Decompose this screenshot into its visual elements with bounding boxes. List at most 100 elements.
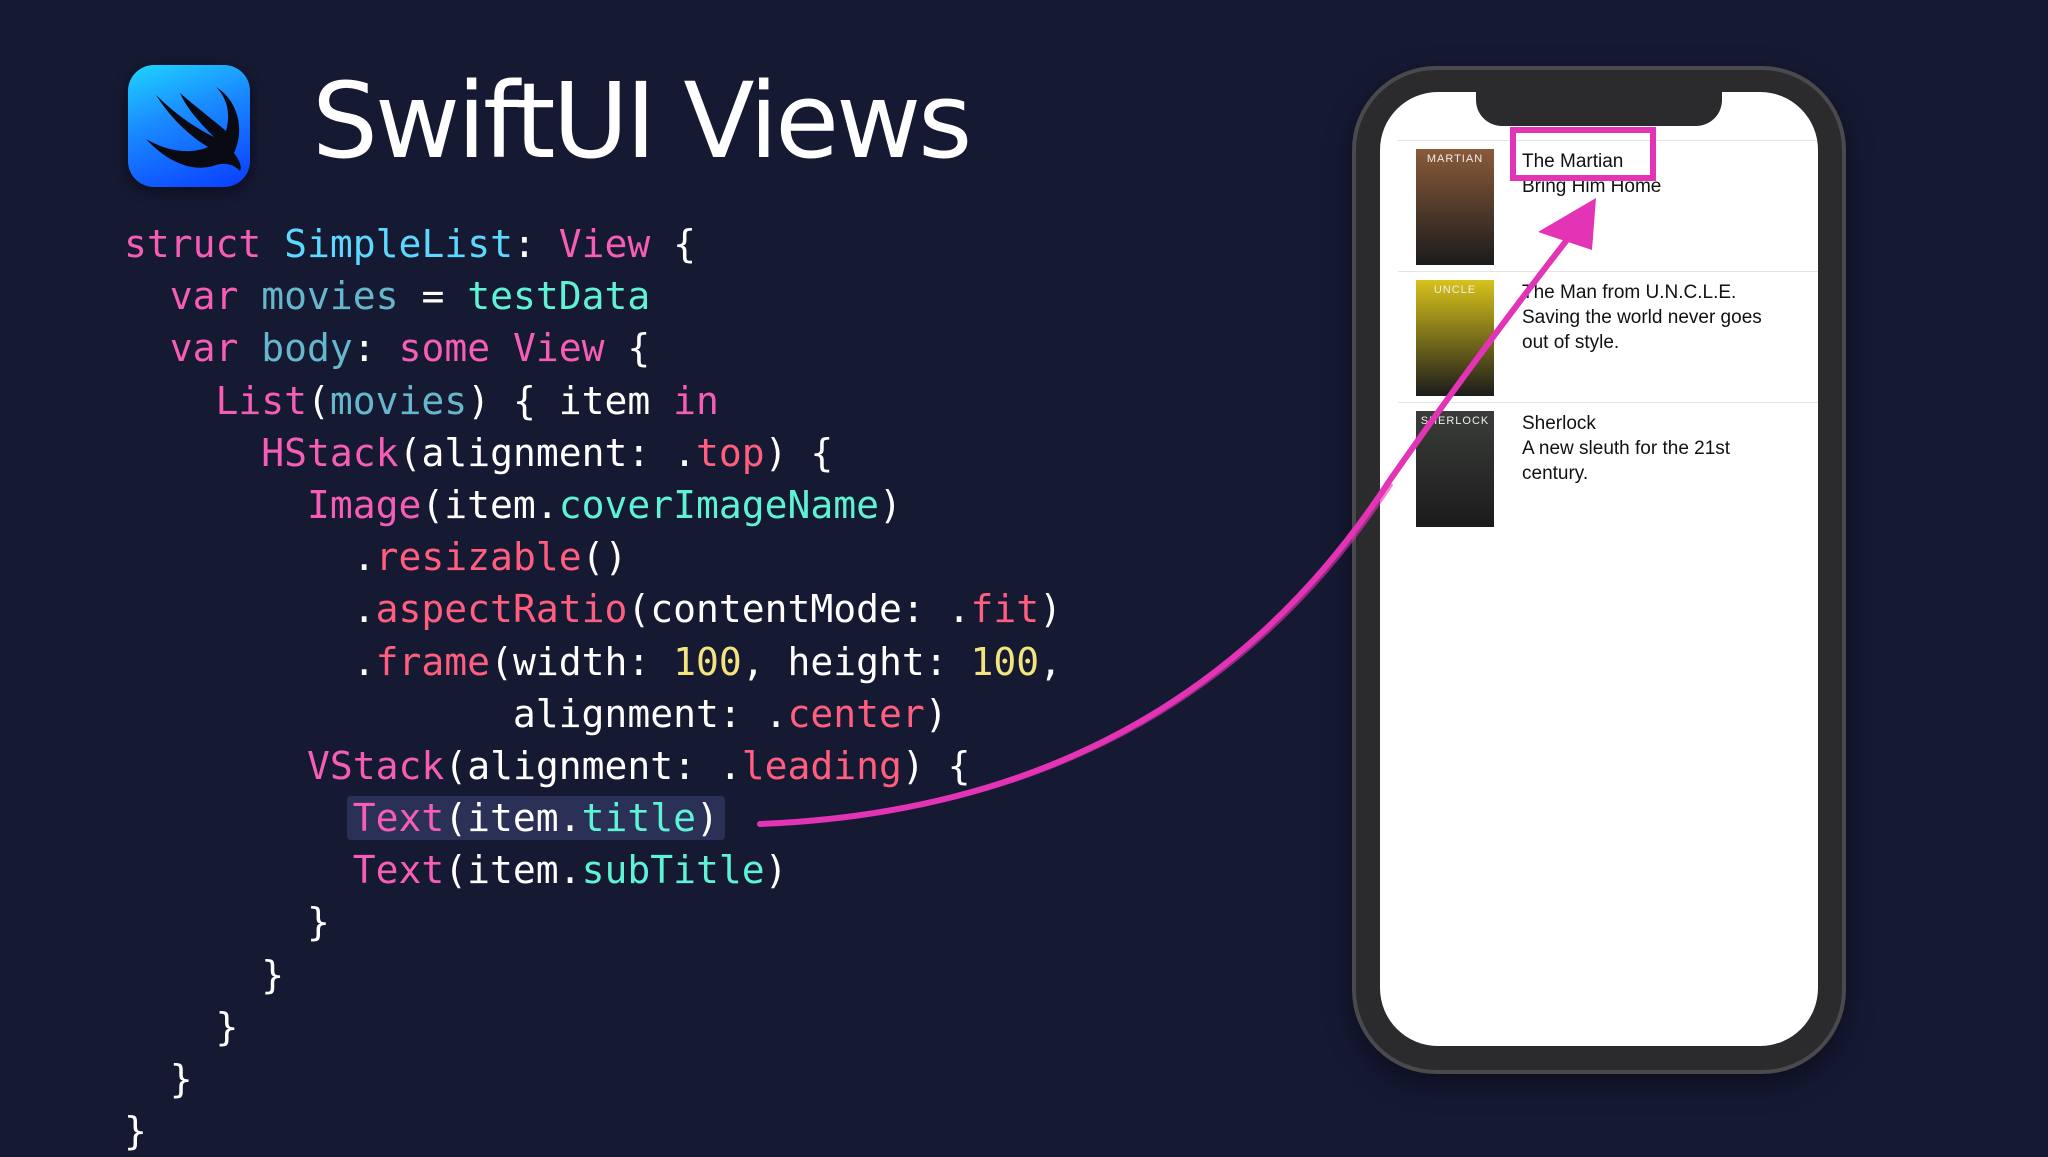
code-token: ( bbox=[307, 378, 330, 423]
code-line: .aspectRatio(contentMode: .fit) bbox=[124, 583, 1062, 635]
movie-subtitle: A new sleuth for the 21st century. bbox=[1522, 438, 1731, 484]
code-token: subTitle bbox=[581, 848, 765, 893]
code-token: . bbox=[124, 535, 376, 580]
code-token: ) { bbox=[901, 743, 971, 788]
code-token: List bbox=[215, 378, 308, 423]
code-token bbox=[238, 274, 261, 318]
code-token bbox=[124, 796, 353, 840]
code-token: : bbox=[512, 222, 559, 266]
code-token: fit bbox=[970, 587, 1040, 632]
code-token bbox=[124, 326, 170, 370]
code-token: (alignment: . bbox=[444, 743, 742, 788]
code-token: ) bbox=[879, 482, 902, 527]
code-token: View bbox=[512, 326, 605, 371]
code-line: Text(item.subTitle) bbox=[124, 844, 1062, 896]
code-line: } bbox=[124, 1053, 1062, 1105]
code-token bbox=[124, 483, 307, 527]
movie-title: The Martian bbox=[1522, 151, 1624, 172]
code-token bbox=[124, 848, 353, 892]
code-token: () bbox=[581, 535, 628, 580]
code-line: List(movies) { item in bbox=[124, 375, 1062, 427]
highlighted-code: Text(item.title) bbox=[346, 796, 725, 841]
code-token: Text bbox=[352, 796, 445, 841]
code-token: } bbox=[124, 1109, 147, 1154]
code-token: var bbox=[169, 326, 239, 371]
code-line: var movies = testData bbox=[124, 270, 1062, 322]
movie-row[interactable]: SHERLOCK Sherlock A new sleuth for the 21s… bbox=[1398, 402, 1818, 533]
code-line: Text(item.title) bbox=[124, 792, 1062, 844]
code-token: (width: bbox=[490, 639, 674, 684]
code-token: = bbox=[398, 274, 468, 319]
movie-row[interactable]: UNCLE The Man from U.N.C.L.E.Saving the w… bbox=[1398, 271, 1818, 402]
code-token bbox=[124, 274, 170, 318]
code-token: Text bbox=[352, 848, 445, 893]
code-token: ) bbox=[1039, 587, 1063, 632]
code-token: SimpleList bbox=[284, 222, 513, 266]
movie-subtitle: Bring Him Home bbox=[1522, 176, 1662, 197]
code-token: { bbox=[650, 222, 696, 266]
movie-title: Sherlock bbox=[1522, 413, 1596, 434]
poster-label: SHERLOCK bbox=[1420, 415, 1490, 427]
code-token: resizable bbox=[375, 535, 582, 580]
code-token: View bbox=[558, 222, 651, 266]
code-token: body bbox=[261, 326, 353, 371]
movie-poster: UNCLE bbox=[1416, 280, 1494, 396]
code-token: , height: bbox=[741, 639, 971, 684]
code-token: top bbox=[695, 430, 765, 475]
code-token: Image bbox=[307, 482, 422, 527]
code-token: : bbox=[352, 326, 399, 371]
code-token bbox=[124, 379, 216, 423]
code-token: (item. bbox=[421, 482, 559, 527]
code-token: , bbox=[1039, 639, 1063, 684]
code-line: alignment: .center) bbox=[124, 688, 1062, 740]
code-token: (alignment: . bbox=[398, 430, 696, 475]
code-token: ) bbox=[924, 691, 948, 736]
code-token: . bbox=[124, 587, 376, 632]
code-token: (contentMode: . bbox=[627, 587, 971, 632]
code-token: some bbox=[398, 326, 491, 371]
code-token: } bbox=[124, 1004, 239, 1049]
movie-subtitle: Saving the world never goes out of style… bbox=[1522, 307, 1762, 353]
code-token: 100 bbox=[673, 639, 742, 684]
code-line: } bbox=[124, 1105, 1062, 1157]
code-line: } bbox=[124, 896, 1062, 948]
code-token bbox=[238, 326, 261, 370]
code-token: var bbox=[169, 274, 239, 319]
code-token: testData bbox=[467, 274, 651, 319]
code-token: ) bbox=[695, 796, 719, 841]
code-token: aspectRatio bbox=[375, 587, 628, 632]
code-line: } bbox=[124, 1001, 1062, 1053]
code-token: movies bbox=[329, 378, 468, 423]
poster-label: UNCLE bbox=[1433, 284, 1477, 296]
code-token: leading bbox=[741, 743, 902, 788]
slide-title: SwiftUI Views bbox=[312, 60, 972, 182]
code-line: VStack(alignment: .leading) { bbox=[124, 740, 1062, 792]
movie-text: The Man from U.N.C.L.E.Saving the world … bbox=[1522, 280, 1792, 355]
code-token: { bbox=[604, 326, 651, 371]
code-token: } bbox=[124, 952, 285, 997]
code-block: struct SimpleList: View { var movies = t… bbox=[124, 218, 1062, 1157]
code-token: title bbox=[581, 796, 696, 841]
code-token: in bbox=[673, 378, 719, 423]
code-token bbox=[261, 222, 284, 266]
movie-poster: MARTIAN bbox=[1416, 149, 1494, 265]
code-token: VStack bbox=[307, 743, 445, 788]
code-token: ) { item bbox=[467, 378, 674, 423]
code-token: movies bbox=[261, 274, 399, 319]
code-token: ) { bbox=[764, 430, 834, 475]
code-token: struct bbox=[124, 222, 262, 266]
code-token: (item. bbox=[444, 848, 582, 893]
code-token: coverImageName bbox=[558, 482, 879, 527]
code-token: } bbox=[124, 1057, 193, 1101]
code-token: frame bbox=[375, 639, 491, 684]
code-token: . bbox=[124, 639, 376, 684]
code-line: Image(item.coverImageName) bbox=[124, 479, 1062, 531]
swift-logo bbox=[128, 65, 250, 187]
code-token: } bbox=[124, 900, 330, 945]
swift-bird-icon bbox=[146, 87, 241, 171]
